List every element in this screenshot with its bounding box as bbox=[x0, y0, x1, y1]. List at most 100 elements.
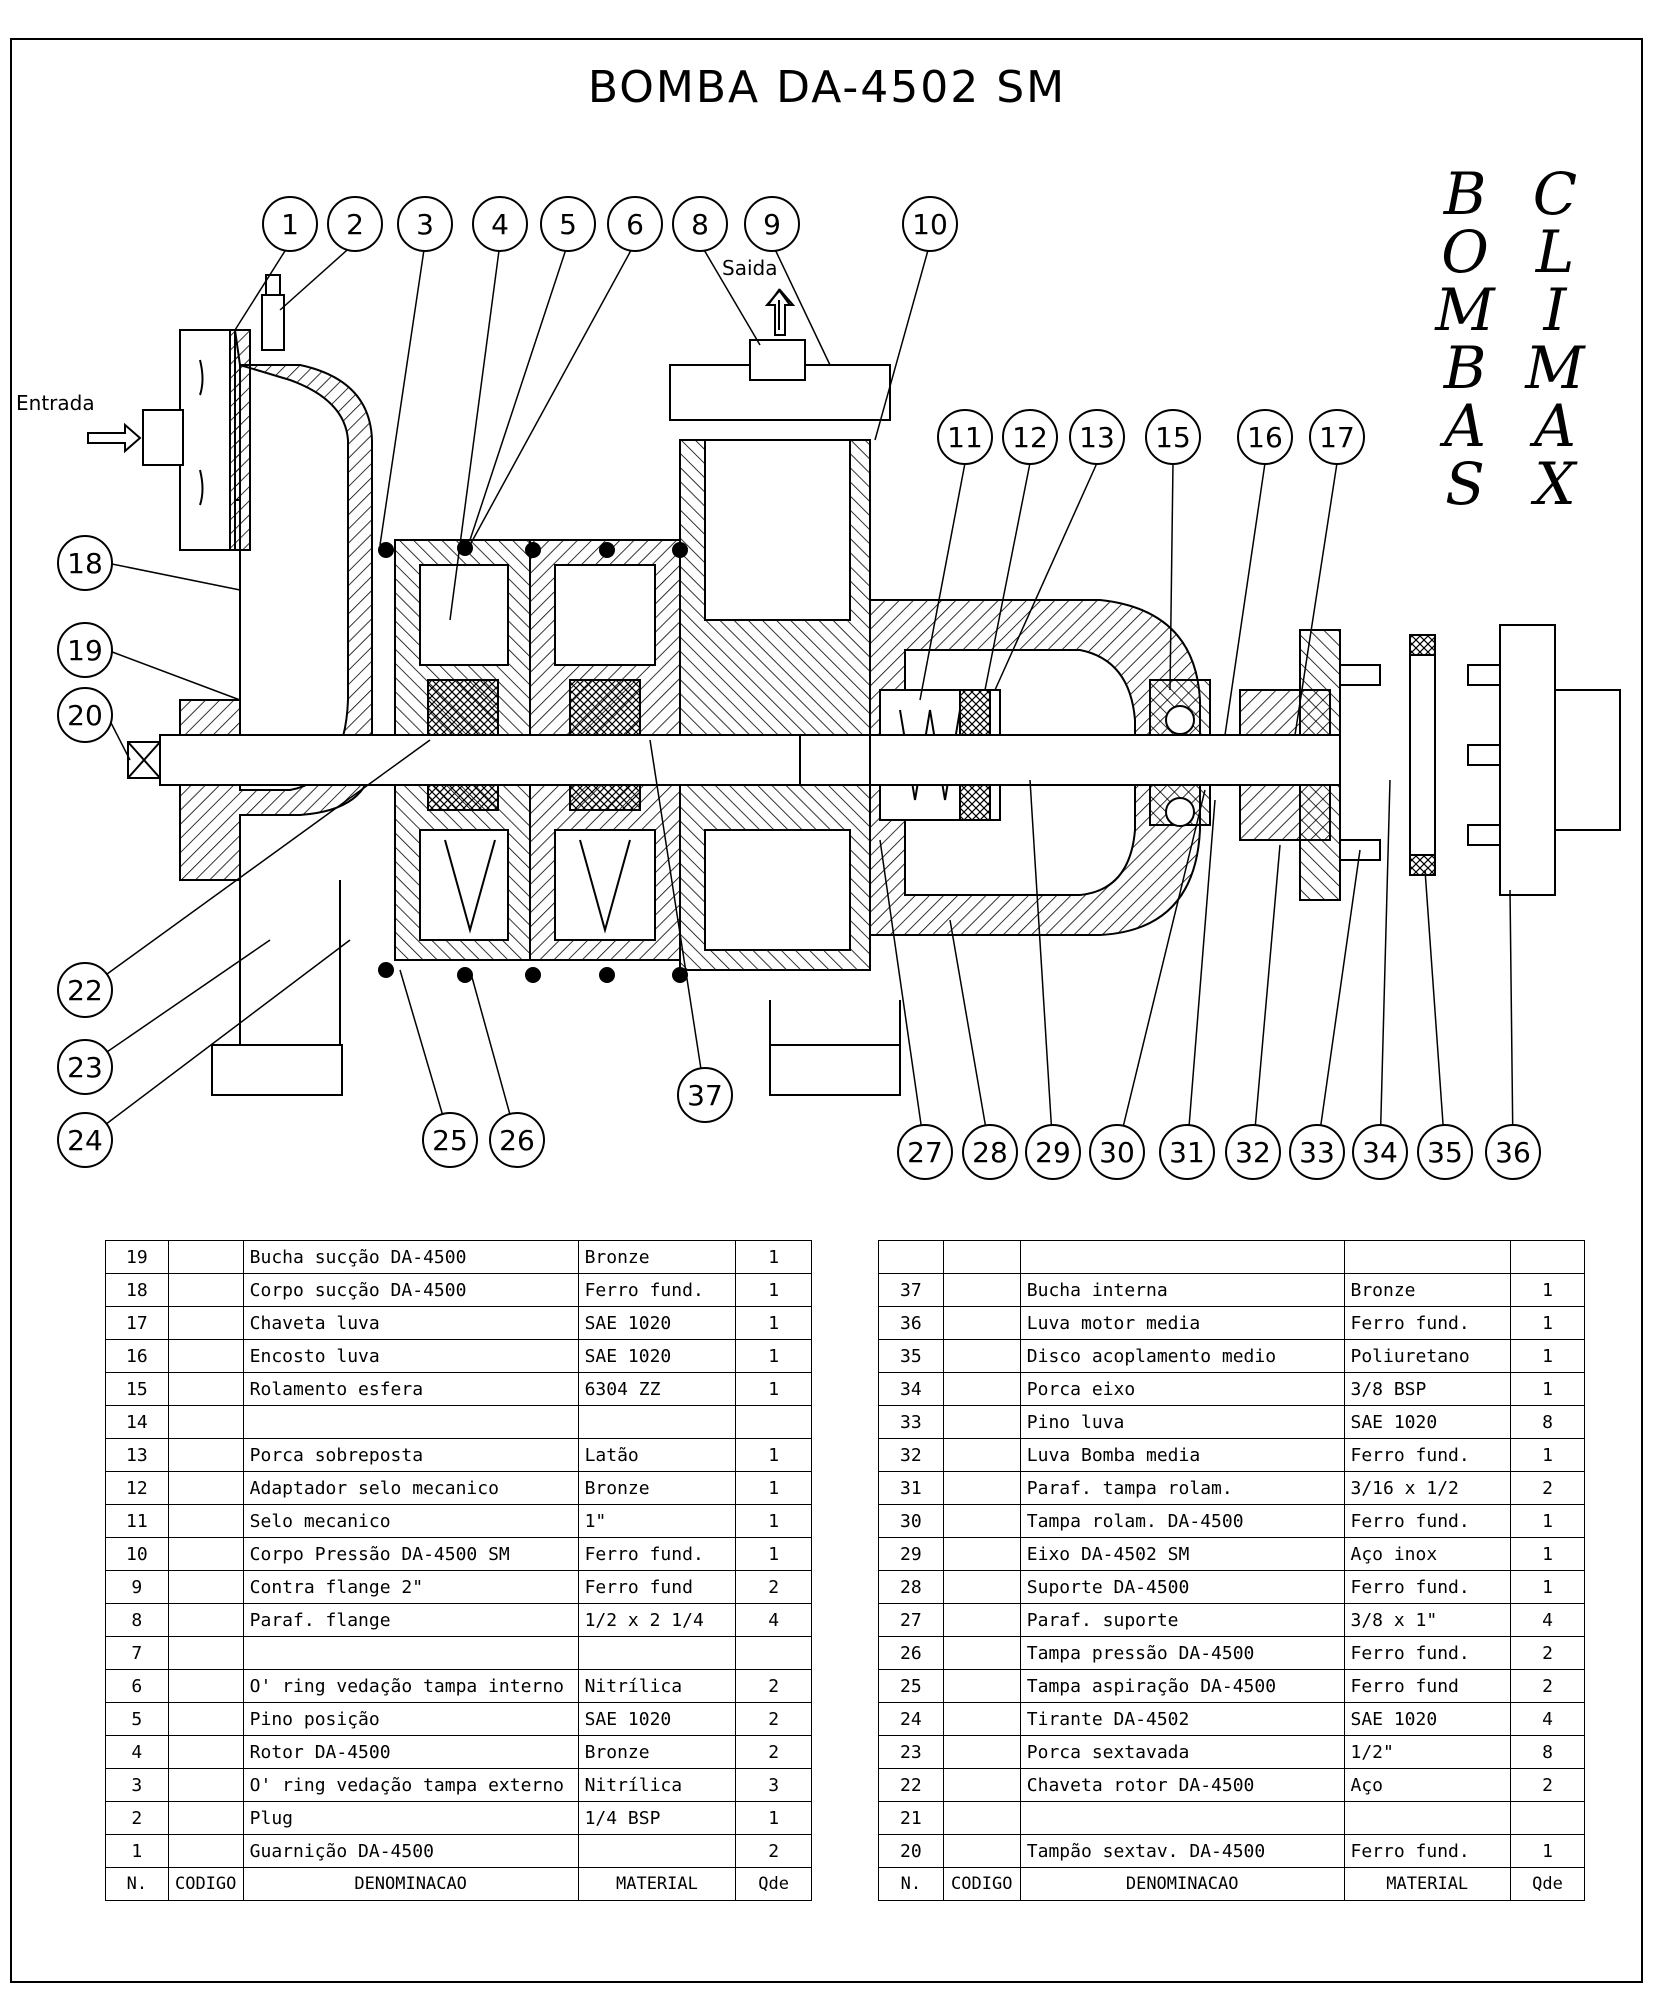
cell-qde: 1 bbox=[735, 1504, 812, 1538]
cell-n: 15 bbox=[105, 1372, 169, 1406]
cell-qde: 2 bbox=[735, 1570, 812, 1604]
cell-codigo bbox=[167, 1768, 244, 1802]
callout-number: 10 bbox=[912, 208, 948, 241]
cell-codigo bbox=[167, 1636, 244, 1670]
cell-material: Ferro fund bbox=[577, 1570, 737, 1604]
table-row bbox=[878, 1240, 1586, 1274]
cell-n: 20 bbox=[878, 1834, 944, 1868]
cell-n: 8 bbox=[105, 1603, 169, 1637]
cell-material: 3/8 BSP bbox=[1343, 1372, 1511, 1406]
cell-qde: 1 bbox=[735, 1306, 812, 1340]
cell-qde: 1 bbox=[735, 1801, 812, 1835]
cell-denominacao: Bucha sucção DA-4500 bbox=[242, 1240, 579, 1274]
callout-number: 37 bbox=[687, 1079, 723, 1112]
cell-denominacao: Plug bbox=[242, 1801, 579, 1835]
callout-19: 19 bbox=[57, 622, 113, 678]
cell-n: 3 bbox=[105, 1768, 169, 1802]
callout-circle bbox=[1352, 1124, 1408, 1180]
callout-20: 20 bbox=[57, 687, 113, 743]
cell-codigo bbox=[167, 1801, 244, 1835]
cell-n: 33 bbox=[878, 1405, 944, 1439]
cell-n: 13 bbox=[105, 1438, 169, 1472]
callout-circle bbox=[472, 196, 528, 252]
callout-circle bbox=[540, 196, 596, 252]
cell-denominacao: Suporte DA-4500 bbox=[1019, 1570, 1345, 1604]
cell-codigo bbox=[167, 1537, 244, 1571]
callout-27: 27 bbox=[897, 1124, 953, 1180]
callout-number: 33 bbox=[1299, 1136, 1335, 1169]
callout-circle bbox=[1289, 1124, 1345, 1180]
callout-circle bbox=[902, 196, 958, 252]
cell-n: 10 bbox=[105, 1537, 169, 1571]
brand-letter: C bbox=[1532, 160, 1578, 228]
cell-qde: 1 bbox=[1509, 1570, 1586, 1604]
cell-denominacao: Adaptador selo mecanico bbox=[242, 1471, 579, 1505]
cell-n: 34 bbox=[878, 1372, 944, 1406]
callout-number: 22 bbox=[67, 974, 103, 1007]
cell-n: 26 bbox=[878, 1636, 944, 1670]
cell-denominacao: Corpo sucção DA-4500 bbox=[242, 1273, 579, 1307]
callout-number: 12 bbox=[1012, 421, 1048, 454]
cell-denominacao: Paraf. flange bbox=[242, 1603, 579, 1637]
cell-codigo bbox=[942, 1768, 1021, 1802]
cell-n: 12 bbox=[105, 1471, 169, 1505]
cell-codigo bbox=[942, 1570, 1021, 1604]
cell-codigo bbox=[942, 1471, 1021, 1505]
callout-37: 37 bbox=[677, 1067, 733, 1123]
header-codigo: CODIGO bbox=[167, 1867, 244, 1901]
cell-codigo bbox=[167, 1702, 244, 1736]
cell-codigo bbox=[942, 1306, 1021, 1340]
callout-number: 29 bbox=[1035, 1136, 1071, 1169]
cell-qde: 1 bbox=[735, 1273, 812, 1307]
cell-codigo bbox=[942, 1834, 1021, 1868]
cell-qde: 2 bbox=[735, 1669, 812, 1703]
cell-qde: 1 bbox=[735, 1438, 812, 1472]
cell-n bbox=[878, 1240, 944, 1274]
callout-36: 36 bbox=[1485, 1124, 1541, 1180]
cell-qde: 2 bbox=[1509, 1471, 1586, 1505]
callout-1: 1 bbox=[262, 196, 318, 252]
cell-qde: 1 bbox=[1509, 1438, 1586, 1472]
cell-qde: 1 bbox=[735, 1471, 812, 1505]
callout-number: 25 bbox=[432, 1124, 468, 1157]
callout-circle bbox=[1089, 1124, 1145, 1180]
cell-denominacao bbox=[242, 1405, 579, 1439]
callout-circle bbox=[57, 622, 113, 678]
callout-circle bbox=[57, 1039, 113, 1095]
callout-4: 4 bbox=[472, 196, 528, 252]
cell-codigo bbox=[942, 1702, 1021, 1736]
cell-qde: 1 bbox=[1509, 1372, 1586, 1406]
cell-denominacao: Encosto luva bbox=[242, 1339, 579, 1373]
callout-circle bbox=[1159, 1124, 1215, 1180]
callout-30: 30 bbox=[1089, 1124, 1145, 1180]
table-row: 21 bbox=[878, 1801, 1586, 1835]
cell-material: Ferro fund. bbox=[1343, 1834, 1511, 1868]
callout-number: 28 bbox=[972, 1136, 1008, 1169]
header-qde: Qde bbox=[735, 1867, 812, 1901]
callout-circle bbox=[744, 196, 800, 252]
callout-number: 23 bbox=[67, 1051, 103, 1084]
callout-circle bbox=[57, 962, 113, 1018]
callout-number: 13 bbox=[1079, 421, 1115, 454]
callout-circle bbox=[937, 409, 993, 465]
cell-denominacao: Eixo DA-4502 SM bbox=[1019, 1537, 1345, 1571]
cell-qde: 1 bbox=[735, 1240, 812, 1274]
callout-number: 32 bbox=[1235, 1136, 1271, 1169]
callout-circle bbox=[672, 196, 728, 252]
cell-material: Ferro fund. bbox=[577, 1273, 737, 1307]
